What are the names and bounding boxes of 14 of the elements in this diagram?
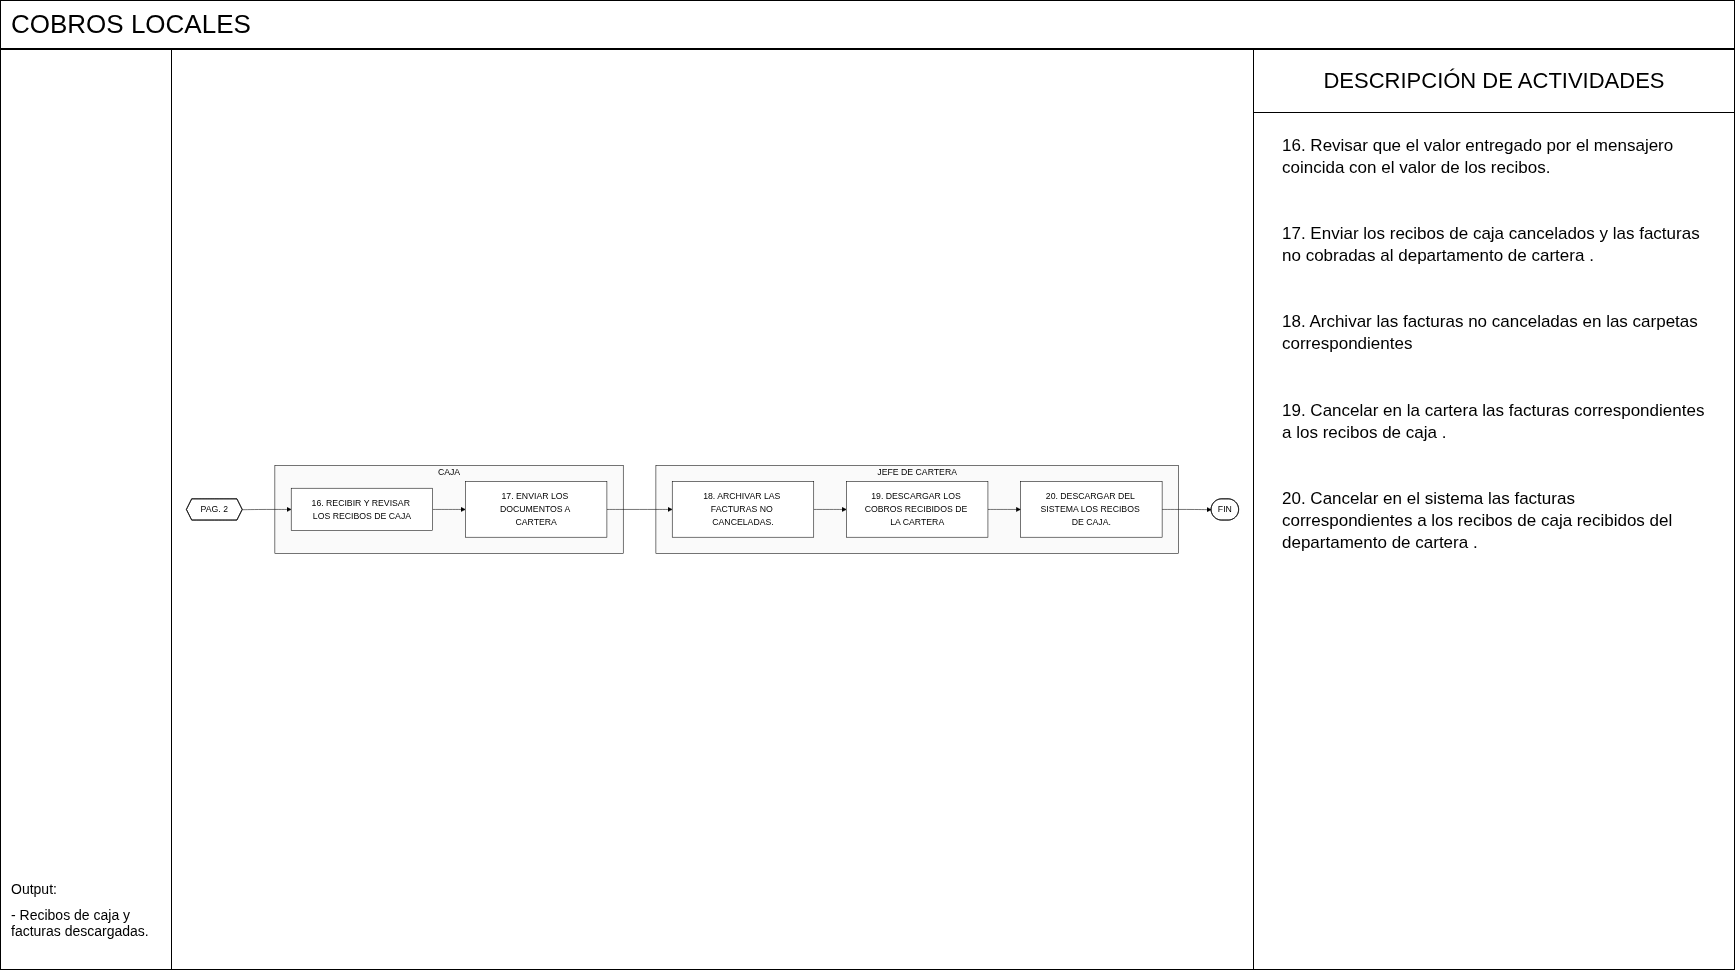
node-box: 18. ARCHIVAR LAS FACTURAS NO CANCELADAS. xyxy=(671,481,814,538)
node-box: 20. DESCARGAR DEL SISTEMA LOS RECIBOS DE CAJA. xyxy=(1020,481,1163,538)
node-box: 19. DESCARGAR LOS COBROS RECIBIDOS DE LA CARTERA xyxy=(846,481,989,538)
output-note: - Recibos de caja y facturas descargadas. xyxy=(11,907,150,939)
activity-description: 19. Cancelar en la cartera las facturas correspondientes a los recibos de caja . xyxy=(1281,399,1706,444)
activity-description: 17. Enviar los recibos de caja cancelados y las facturas no cobradas al departamento de cartera . xyxy=(1281,223,1701,268)
node-box: 16. RECIBIR Y REVISAR LOS RECIBOS DE CAJA xyxy=(290,488,433,531)
output-note: Output: xyxy=(11,881,58,897)
column-header: DESCRIPCIÓN DE ACTIVIDADES xyxy=(1254,50,1734,113)
node-box: 17. ENVIAR LOS DOCUMENTOS A CARTERA xyxy=(465,481,608,538)
activity-description: 20. Cancelar en el sistema las facturas correspondientes a los recibos de caja recibidos del departamento de cartera . xyxy=(1281,487,1674,554)
diagram-title: COBROS LOCALES xyxy=(1,1,1734,50)
activity-description: 18. Archivar las facturas no canceladas en las carpetas correspondientes xyxy=(1281,311,1699,356)
activity-description: 16. Revisar que el valor entregado por el mensajero coincida con el valor de los recibos. xyxy=(1281,135,1675,180)
